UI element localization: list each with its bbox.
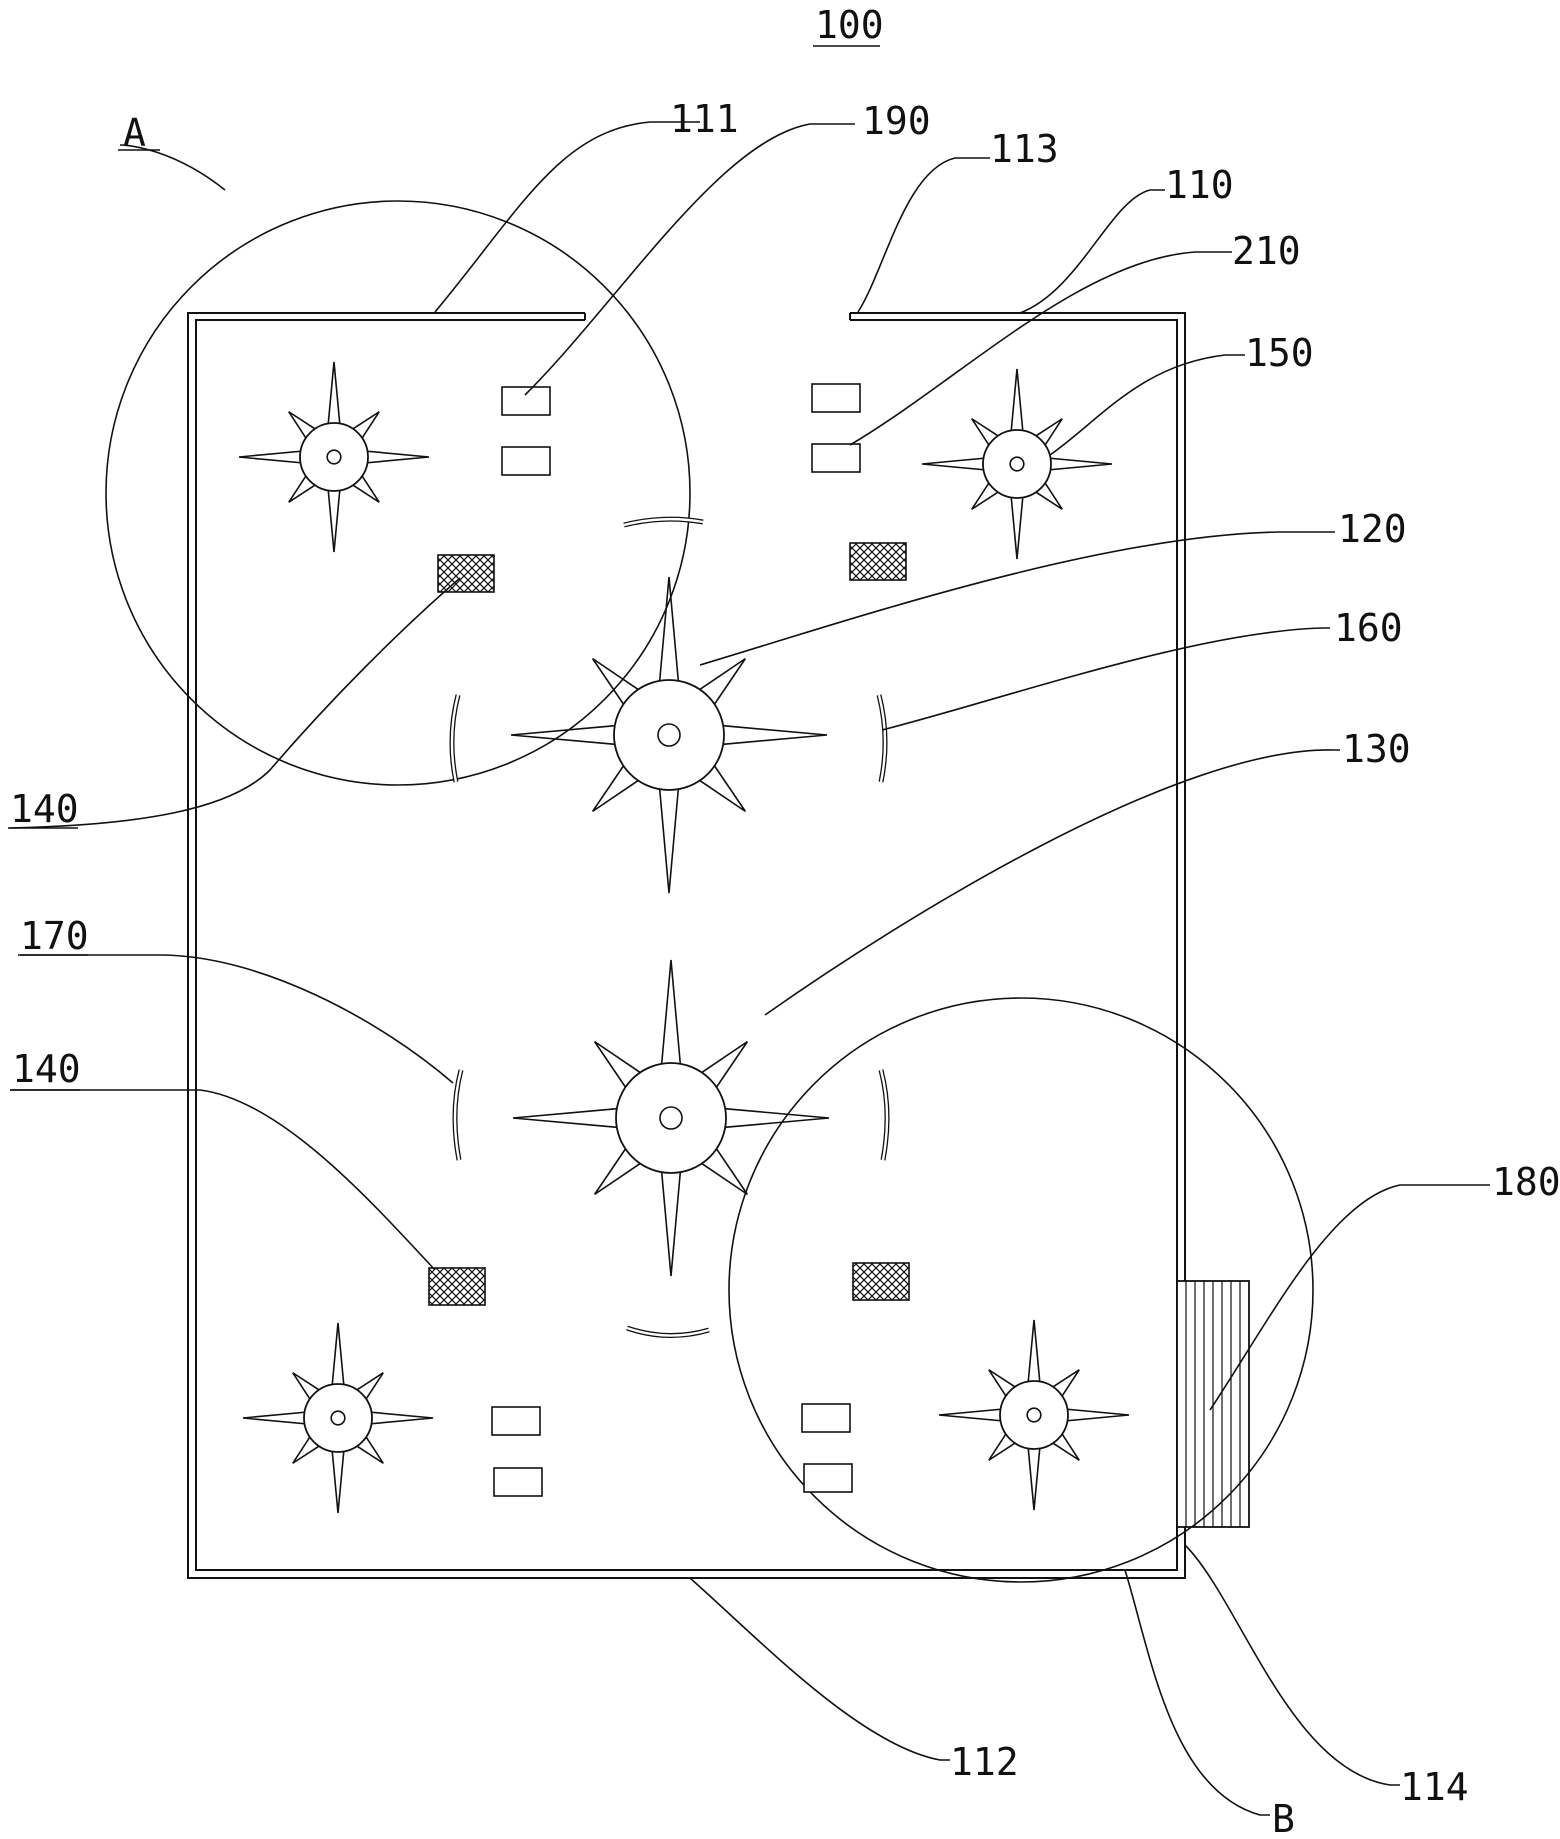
- burner-bottom-right-cap: [999, 1380, 1069, 1450]
- knob-top-right-1: [811, 383, 861, 413]
- burner-top-right-center: [1009, 456, 1025, 472]
- sensor-bottom-right: [852, 1262, 910, 1301]
- knob-top-left-2: [501, 446, 551, 476]
- knob-bottom-left-2: [493, 1467, 543, 1497]
- burner-top-right: [921, 368, 1113, 560]
- burner-bottom-right: [938, 1319, 1130, 1511]
- burner-top-left-center: [326, 449, 342, 465]
- arc-low-right-inner: [879, 1069, 889, 1161]
- burner-center-top-cap: [613, 679, 725, 791]
- side-panel: [1176, 1280, 1250, 1528]
- arc-mid-left-inner: [450, 694, 460, 783]
- label-140-top: 140: [10, 787, 79, 831]
- label-120: 120: [1338, 507, 1407, 551]
- knob-bottom-right-2: [803, 1463, 853, 1493]
- arc-bottom-inner: [626, 1326, 710, 1337]
- knob-bottom-left-1: [491, 1406, 541, 1436]
- arc-segments: [449, 516, 890, 1338]
- label-111: 111: [670, 97, 739, 141]
- label-114: 114: [1400, 1765, 1469, 1809]
- burner-top-right-cap: [982, 429, 1052, 499]
- label-210: 210: [1232, 229, 1301, 273]
- cooktop-body: [187, 312, 1186, 1579]
- label-circle-a: A: [123, 111, 146, 155]
- burner-center-bottom-cap: [615, 1062, 727, 1174]
- burner-top-left: [238, 361, 430, 553]
- burner-center-top: [510, 576, 828, 894]
- control-knobs: [491, 383, 861, 1497]
- burners: [238, 361, 1130, 1514]
- burner-bottom-left-cap: [303, 1383, 373, 1453]
- label-190: 190: [862, 99, 931, 143]
- burner-bottom-left-center: [330, 1410, 346, 1426]
- arc-low-left-inner: [453, 1069, 463, 1161]
- label-140-bottom: 140: [12, 1047, 81, 1091]
- burner-center-bottom-center: [659, 1106, 683, 1130]
- label-circle-b: B: [1272, 1797, 1295, 1839]
- burner-bottom-right-center: [1026, 1407, 1042, 1423]
- detail-circle-b: [728, 997, 1314, 1583]
- burner-center-top-center: [657, 723, 681, 747]
- label-110: 110: [1165, 163, 1234, 207]
- sensor-top-right: [849, 542, 907, 581]
- knob-top-left-1: [501, 386, 551, 416]
- sensors: [428, 542, 910, 1306]
- figure-number: 100: [815, 3, 884, 47]
- label-112: 112: [950, 1740, 1019, 1784]
- label-170: 170: [20, 914, 89, 958]
- burner-top-left-cap: [299, 422, 369, 492]
- label-113: 113: [990, 127, 1059, 171]
- label-150: 150: [1245, 331, 1314, 375]
- label-130: 130: [1342, 727, 1411, 771]
- arc-top-inner: [623, 517, 704, 527]
- label-180: 180: [1492, 1160, 1560, 1204]
- arc-mid-right-inner: [877, 694, 887, 783]
- sensor-bottom-left: [428, 1267, 486, 1306]
- knob-bottom-right-1: [801, 1403, 851, 1433]
- label-160: 160: [1334, 606, 1403, 650]
- knob-top-right-2: [811, 443, 861, 473]
- sensor-top-left: [437, 554, 495, 593]
- leader-lines: [9, 121, 1490, 1816]
- burner-center-bottom: [512, 959, 830, 1277]
- detail-circle-a: [105, 200, 691, 786]
- burner-bottom-left: [242, 1322, 434, 1514]
